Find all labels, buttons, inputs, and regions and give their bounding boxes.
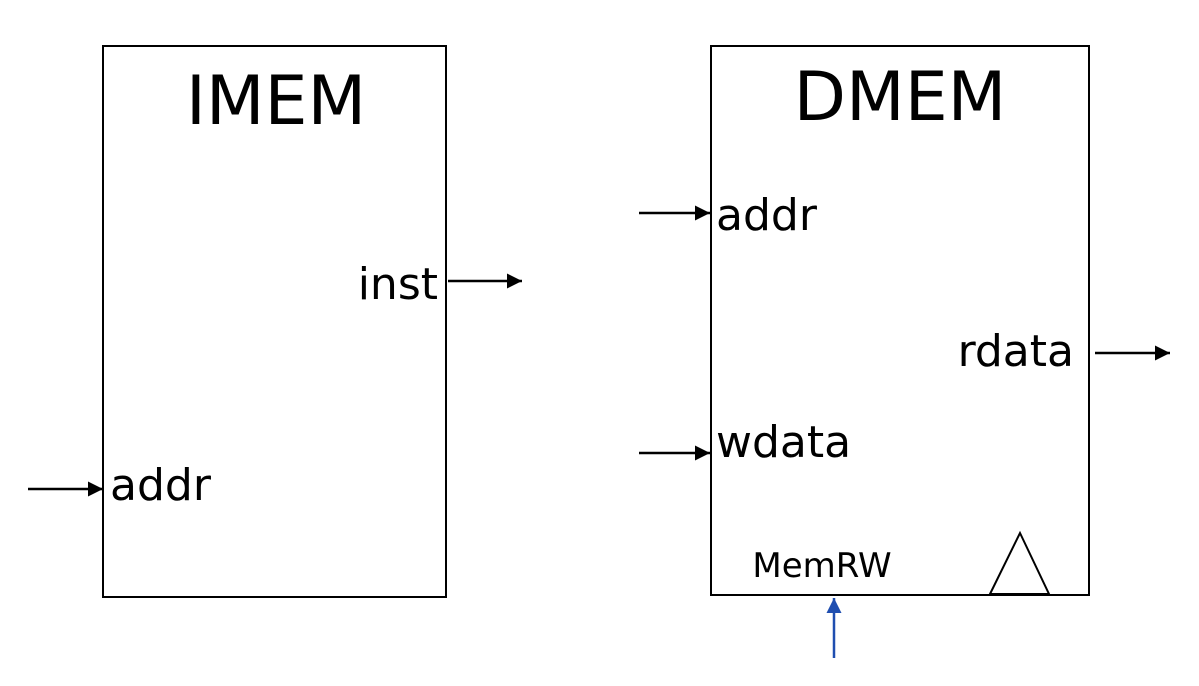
- dmem-rdata-label: rdata: [958, 326, 1074, 377]
- clock-triangle-icon: [988, 530, 1051, 595]
- imem-box: [102, 45, 447, 598]
- dmem-title: DMEM: [794, 58, 1007, 137]
- dmem-addr-label: addr: [716, 190, 818, 241]
- dmem-box: [710, 45, 1090, 596]
- imem-addr-label: addr: [110, 460, 212, 511]
- dmem-block: DMEM addr wdata rdata MemRW: [710, 45, 1090, 596]
- imem-inst-label: inst: [358, 259, 438, 310]
- imem-title: IMEM: [186, 62, 366, 141]
- dmem-wdata-label: wdata: [716, 417, 851, 468]
- dmem-memrw-label: MemRW: [752, 546, 891, 586]
- imem-block: IMEM addr inst: [102, 45, 447, 598]
